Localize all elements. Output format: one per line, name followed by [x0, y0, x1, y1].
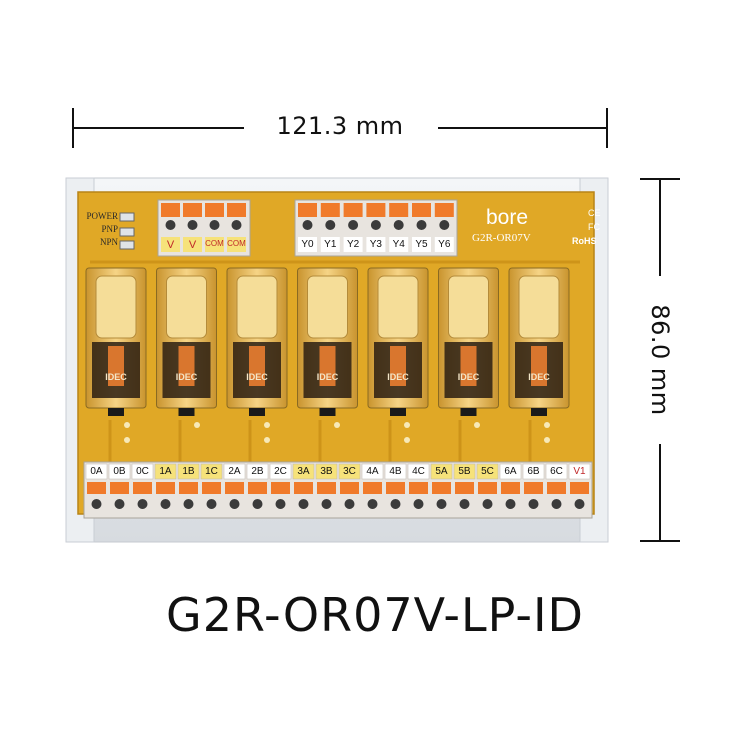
relay-maker-label: IDEC	[457, 372, 480, 382]
output-terminal-lever[interactable]	[110, 482, 129, 494]
led-labels: POWER PNP NPN	[82, 210, 119, 249]
output-terminal-label: 0A	[90, 466, 103, 477]
relay-maker-label: IDEC	[387, 372, 409, 382]
output-terminal-lever[interactable]	[501, 482, 520, 494]
output-terminal-lever[interactable]	[133, 482, 152, 494]
output-terminal-label: V1	[573, 466, 586, 477]
led-label-power: POWER	[86, 211, 119, 221]
output-terminal-lever[interactable]	[432, 482, 451, 494]
output-terminal-lever[interactable]	[455, 482, 474, 494]
output-terminal-label: 3B	[320, 466, 333, 477]
input-terminal-lever[interactable]	[434, 203, 454, 217]
output-terminal-label: 3C	[343, 466, 356, 477]
power-terminal-lever[interactable]	[161, 203, 180, 217]
input-terminal-lever[interactable]	[298, 203, 317, 217]
status-leds	[119, 212, 135, 250]
relay-maker-label: IDEC	[175, 372, 198, 382]
output-terminal-lever[interactable]	[524, 482, 543, 494]
output-terminal-label: 5B	[458, 466, 471, 477]
brand-logo: bore	[486, 206, 529, 229]
power-terminal-label: V	[166, 239, 175, 251]
power-terminal-label: COM	[227, 239, 246, 248]
relay-maker-label: IDEC	[528, 372, 550, 382]
power-terminal-lever[interactable]	[183, 203, 202, 217]
rohs-mark: RoHS	[572, 236, 597, 246]
input-terminal-label: Y1	[324, 239, 337, 250]
output-terminal-lever[interactable]	[248, 482, 267, 494]
output-terminal-lever[interactable]	[317, 482, 336, 494]
led-label-npn: NPN	[99, 237, 118, 247]
board-model-print: G2R-OR07V	[472, 232, 531, 244]
input-terminal-label: Y6	[438, 239, 451, 250]
output-terminal-lever[interactable]	[271, 482, 290, 494]
output-terminal-lever[interactable]	[294, 482, 313, 494]
output-terminal-label: 4C	[412, 466, 425, 477]
power-terminal-label: COM	[205, 239, 224, 248]
output-terminal-label: 6C	[550, 466, 563, 477]
output-terminal-lever[interactable]	[478, 482, 497, 494]
output-terminal-label: 2A	[228, 466, 241, 477]
power-terminal-lever[interactable]	[205, 203, 224, 217]
output-terminal-label: 4B	[389, 466, 402, 477]
output-terminal-lever[interactable]	[202, 482, 221, 494]
output-terminal-label: 2C	[274, 466, 287, 477]
input-terminal-label: Y2	[346, 239, 360, 250]
output-terminal-lever[interactable]	[87, 482, 106, 494]
output-terminal-label: 1A	[159, 466, 172, 477]
output-terminal-label: 1B	[182, 466, 195, 477]
output-terminal-label: 4A	[366, 466, 379, 477]
output-terminal-lever[interactable]	[340, 482, 359, 494]
output-terminal-label: 5C	[481, 466, 494, 477]
output-terminal-lever[interactable]	[225, 482, 244, 494]
output-terminal-label: 2B	[251, 466, 264, 477]
led-label-pnp: PNP	[101, 224, 118, 234]
output-terminal-lever[interactable]	[547, 482, 566, 494]
ce-mark: CE	[588, 208, 601, 218]
relay-maker-label: IDEC	[246, 372, 268, 382]
output-terminal-label: 6B	[527, 466, 540, 477]
input-terminal-label: Y3	[369, 239, 382, 250]
output-terminal-lever[interactable]	[179, 482, 198, 494]
relay-maker-label: IDEC	[316, 372, 339, 382]
fc-mark: FC	[588, 222, 600, 232]
output-terminal-label: 1C	[205, 466, 218, 477]
width-dimension: 121.3 mm	[72, 108, 608, 148]
input-terminal-label: Y4	[392, 239, 405, 250]
power-terminal-label: V	[188, 239, 197, 251]
output-terminal-lever[interactable]	[363, 482, 382, 494]
relay-maker-label: IDEC	[105, 372, 127, 382]
output-terminal-lever[interactable]	[409, 482, 428, 494]
input-terminal-lever[interactable]	[320, 203, 340, 217]
input-terminal-lever[interactable]	[343, 203, 363, 217]
input-terminal-lever[interactable]	[412, 203, 431, 217]
output-terminal-label: 0B	[113, 466, 126, 477]
output-terminal-lever[interactable]	[156, 482, 175, 494]
power-terminal-lever[interactable]	[227, 203, 246, 217]
output-terminal-label: 6A	[504, 466, 517, 477]
input-terminal-lever[interactable]	[389, 203, 409, 217]
output-terminal-lever[interactable]	[570, 482, 589, 494]
input-terminal-label: Y0	[301, 239, 314, 250]
height-dimension: 86.0 mm	[640, 178, 680, 542]
input-terminal-label: Y5	[415, 239, 428, 250]
output-terminal-label: 0C	[136, 466, 149, 477]
width-label: 121.3 mm	[276, 112, 404, 140]
output-terminal-label: 3A	[297, 466, 310, 477]
output-terminal-lever[interactable]	[386, 482, 405, 494]
model-title: G2R-OR07V-LP-ID	[166, 588, 584, 642]
output-terminal-label: 5A	[435, 466, 448, 477]
input-terminal-lever[interactable]	[366, 203, 386, 217]
